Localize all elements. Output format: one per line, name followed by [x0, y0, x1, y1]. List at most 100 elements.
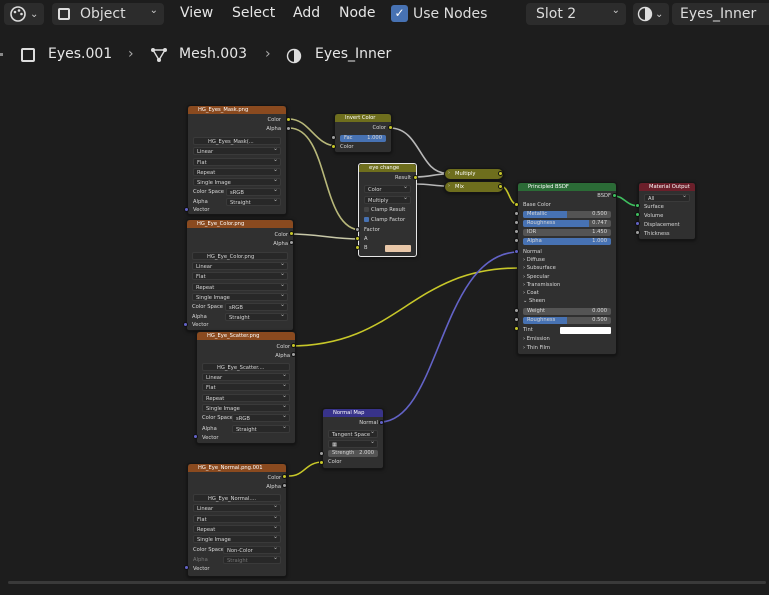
- socket-normal-alpha[interactable]: [282, 483, 287, 488]
- node-eye-normal[interactable]: HG_Eye_Normal.png.001 Color Alpha HG_Eye…: [187, 463, 287, 577]
- node-eye-color[interactable]: HG_Eye_Color.png Color Alpha HG_Eye_Colo…: [186, 219, 294, 331]
- ior-slider[interactable]: IOR 1.450: [523, 229, 611, 236]
- socket-invert-in[interactable]: [331, 144, 336, 149]
- socket-bsdf-basecolor[interactable]: [514, 202, 519, 207]
- slot-dropdown[interactable]: Slot 2 ⌄: [526, 3, 626, 25]
- socket-bsdf-out[interactable]: [612, 193, 617, 198]
- uv-map-field[interactable]: ▦: [328, 438, 378, 448]
- color-space-dropdown[interactable]: sRGB: [226, 186, 281, 196]
- panel-thin-film[interactable]: › Thin Film: [523, 345, 551, 351]
- node-eye-change[interactable]: eye change Result Color Multiply Clamp R…: [358, 163, 417, 257]
- node-invert-color[interactable]: Invert Color Color Fac 1.000 Color: [334, 113, 392, 153]
- socket-eyechange-a[interactable]: [355, 236, 360, 241]
- socket-bsdf-sheen-roughness[interactable]: [514, 317, 519, 322]
- projection-dropdown[interactable]: Flat: [193, 513, 281, 523]
- fac-slider[interactable]: Fac 1.000: [340, 135, 386, 142]
- socket-normalmap-color[interactable]: [319, 460, 324, 465]
- horizontal-scrollbar[interactable]: [8, 581, 766, 584]
- node-normal-map[interactable]: Normal Map Normal Tangent Space ▦ Streng…: [322, 408, 384, 469]
- alpha-dropdown[interactable]: Straight: [223, 554, 281, 564]
- socket-output-thickness[interactable]: [635, 230, 640, 235]
- menu-node[interactable]: Node: [339, 5, 376, 21]
- mode-dropdown[interactable]: Object ⌄: [52, 3, 164, 25]
- node-multiply[interactable]: Multiply ›: [444, 168, 504, 180]
- roughness-slider[interactable]: Roughness 0.747: [523, 220, 611, 227]
- image-selector[interactable]: HG_Eye_Normal....: [193, 494, 281, 502]
- metallic-slider[interactable]: Metallic 0.500: [523, 211, 611, 218]
- sheen-weight-slider[interactable]: Weight 0.000: [523, 308, 611, 315]
- interpolation-dropdown[interactable]: Linear: [193, 145, 281, 155]
- node-principled-bsdf[interactable]: Principled BSDF BSDF Base Color Metallic…: [517, 182, 617, 355]
- socket-mix-out[interactable]: [498, 184, 503, 189]
- socket-mask-alpha[interactable]: [286, 126, 291, 131]
- socket-bsdf-roughness[interactable]: [514, 220, 519, 225]
- panel-emission[interactable]: › Emission: [523, 336, 550, 342]
- sheen-roughness-slider[interactable]: Roughness 0.500: [523, 317, 611, 324]
- socket-bsdf-ior[interactable]: [514, 229, 519, 234]
- socket-bsdf-alpha[interactable]: [514, 238, 519, 243]
- color-space-dropdown[interactable]: Non-Color: [223, 544, 281, 554]
- alpha-dropdown[interactable]: Straight: [232, 423, 290, 433]
- clamp-factor-checkbox[interactable]: Clamp Factor: [364, 216, 411, 224]
- image-selector[interactable]: HG_Eyes_Mask(...: [193, 137, 281, 145]
- interpolation-dropdown[interactable]: Linear: [193, 502, 281, 512]
- socket-eyechange-b[interactable]: [355, 245, 360, 250]
- socket-multiply-out[interactable]: [498, 171, 503, 176]
- color-space-dropdown[interactable]: sRGB: [225, 301, 288, 311]
- socket-color-vector[interactable]: [183, 322, 188, 327]
- socket-normal-color[interactable]: [282, 474, 287, 479]
- panel-subsurface[interactable]: › Subsurface: [523, 265, 556, 271]
- projection-dropdown[interactable]: Flat: [192, 270, 288, 280]
- node-eye-scatter[interactable]: HG_Eye_Scatter.png Color Alpha HG_Eye_Sc…: [196, 331, 296, 444]
- socket-bsdf-weight[interactable]: [514, 308, 519, 313]
- socket-color-alpha[interactable]: [289, 240, 294, 245]
- source-dropdown[interactable]: Single Image: [202, 402, 290, 412]
- socket-eyechange-result[interactable]: [413, 175, 418, 180]
- menu-view[interactable]: View: [180, 5, 214, 21]
- socket-scatter-alpha[interactable]: [291, 352, 296, 357]
- data-type-dropdown[interactable]: Color: [364, 183, 411, 193]
- node-material-output[interactable]: Material Output All Surface Volume Displ…: [638, 182, 696, 240]
- panel-specular[interactable]: › Specular: [523, 274, 550, 280]
- alpha-dropdown[interactable]: Straight: [225, 311, 288, 321]
- socket-output-volume[interactable]: [635, 212, 640, 217]
- blend-mode-dropdown[interactable]: Multiply: [364, 194, 411, 204]
- socket-eyechange-factor[interactable]: [355, 227, 360, 232]
- socket-output-surface[interactable]: [635, 203, 640, 208]
- image-selector[interactable]: HG_Eye_Scatter....: [202, 363, 290, 371]
- panel-diffuse[interactable]: › Diffuse: [523, 257, 545, 263]
- socket-normalmap-out[interactable]: [379, 420, 384, 425]
- projection-dropdown[interactable]: Flat: [193, 156, 281, 166]
- space-dropdown[interactable]: Tangent Space: [328, 428, 378, 438]
- b-color-swatch[interactable]: [385, 245, 411, 252]
- extension-dropdown[interactable]: Repeat: [193, 166, 281, 176]
- socket-color-color[interactable]: [289, 231, 294, 236]
- socket-scatter-vector[interactable]: [193, 434, 198, 439]
- clamp-result-checkbox[interactable]: Clamp Result: [364, 206, 411, 214]
- socket-bsdf-tint[interactable]: [514, 326, 519, 331]
- socket-invert-out[interactable]: [388, 125, 393, 130]
- extension-dropdown[interactable]: Repeat: [193, 523, 281, 533]
- interpolation-dropdown[interactable]: Linear: [202, 371, 290, 381]
- strength-slider[interactable]: Strength 2.000: [328, 450, 378, 457]
- node-eyes-mask[interactable]: HG_Eyes_Mask.png Color Alpha HG_Eyes_Mas…: [187, 105, 287, 215]
- panel-sheen[interactable]: ⌄ Sheen: [523, 298, 546, 304]
- source-dropdown[interactable]: Single Image: [192, 291, 288, 301]
- alpha-slider[interactable]: Alpha 1.000: [523, 238, 611, 245]
- source-dropdown[interactable]: Single Image: [193, 533, 281, 543]
- socket-scatter-color[interactable]: [291, 343, 296, 348]
- panel-transmission[interactable]: › Transmission: [523, 282, 561, 288]
- socket-mask-vector[interactable]: [184, 207, 189, 212]
- tint-color-swatch[interactable]: [560, 327, 611, 334]
- socket-mask-color[interactable]: [286, 117, 291, 122]
- material-browse-button[interactable]: ⌄: [633, 3, 669, 25]
- image-selector[interactable]: HG_Eye_Color.png: [192, 252, 288, 260]
- extension-dropdown[interactable]: Repeat: [192, 281, 288, 291]
- socket-normal-vector[interactable]: [184, 565, 189, 570]
- target-dropdown[interactable]: All: [644, 192, 690, 202]
- panel-coat[interactable]: › Coat: [523, 290, 539, 296]
- socket-bsdf-normal[interactable]: [514, 249, 519, 254]
- editor-type-button[interactable]: ⌄: [4, 3, 44, 25]
- socket-output-displacement[interactable]: [635, 221, 640, 226]
- socket-bsdf-metallic[interactable]: [514, 211, 519, 216]
